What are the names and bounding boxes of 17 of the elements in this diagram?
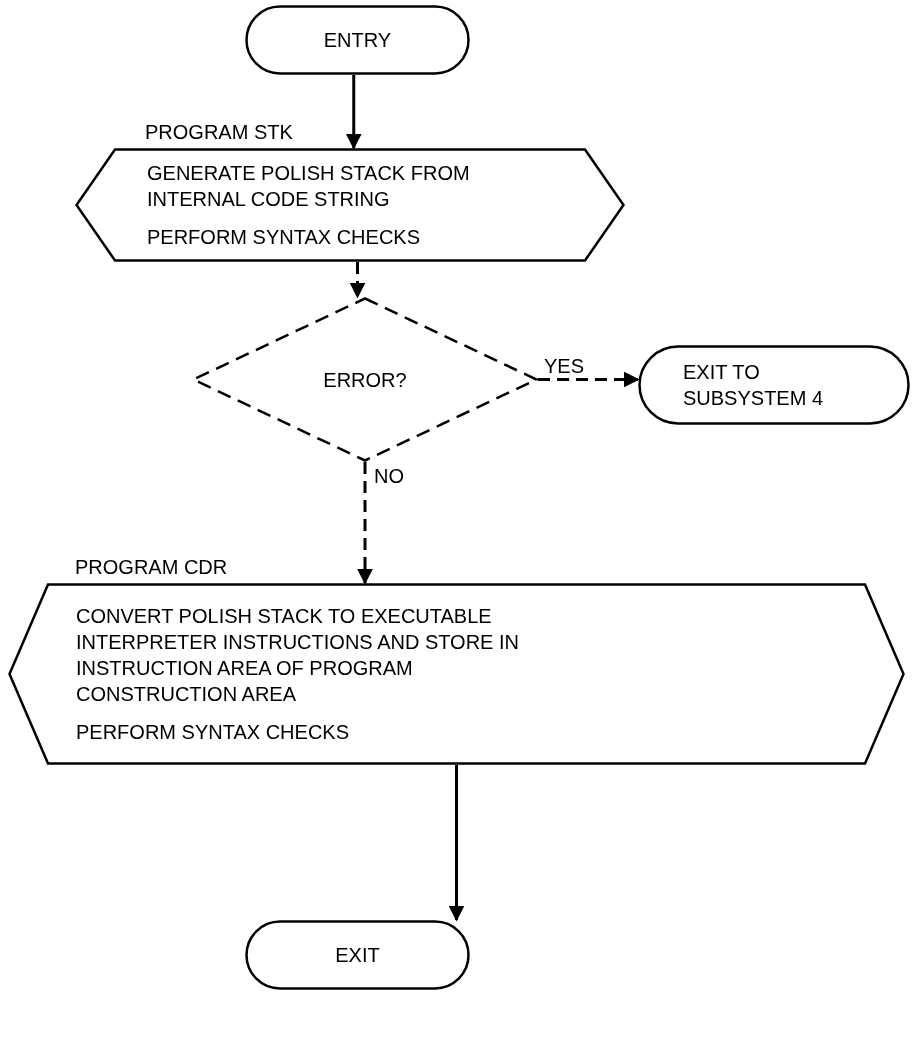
arrow [349, 262, 366, 299]
node-text: EXIT [335, 943, 380, 968]
arrow [357, 462, 373, 585]
node-text: CONVERT POLISH STACK TO EXECUTABLE INTERPRETER INSTRUCTIONS AND STORE IN INSTRUCTION AREA OF PROGRAM CONSTRUCTION AREA [76, 604, 520, 707]
node-text: GENERATE POLISH STACK FROM INTERNAL CODE STRING [147, 161, 471, 212]
edge-label: NO [372, 466, 406, 486]
node-text: ENTRY [323, 28, 392, 53]
arrow [345, 75, 362, 150]
arrow [538, 371, 640, 388]
node-text: ERROR? [323, 367, 407, 393]
edge-label: YES [542, 356, 587, 376]
program-label: PROGRAM CDR [75, 557, 228, 577]
node-text: PERFORM SYNTAX CHECKS [147, 225, 420, 250]
node-text: PERFORM SYNTAX CHECKS [76, 720, 349, 745]
arrow [448, 765, 465, 922]
program-label: PROGRAM STK [145, 122, 293, 142]
node-text: EXIT TO SUBSYSTEM 4 [683, 360, 825, 411]
